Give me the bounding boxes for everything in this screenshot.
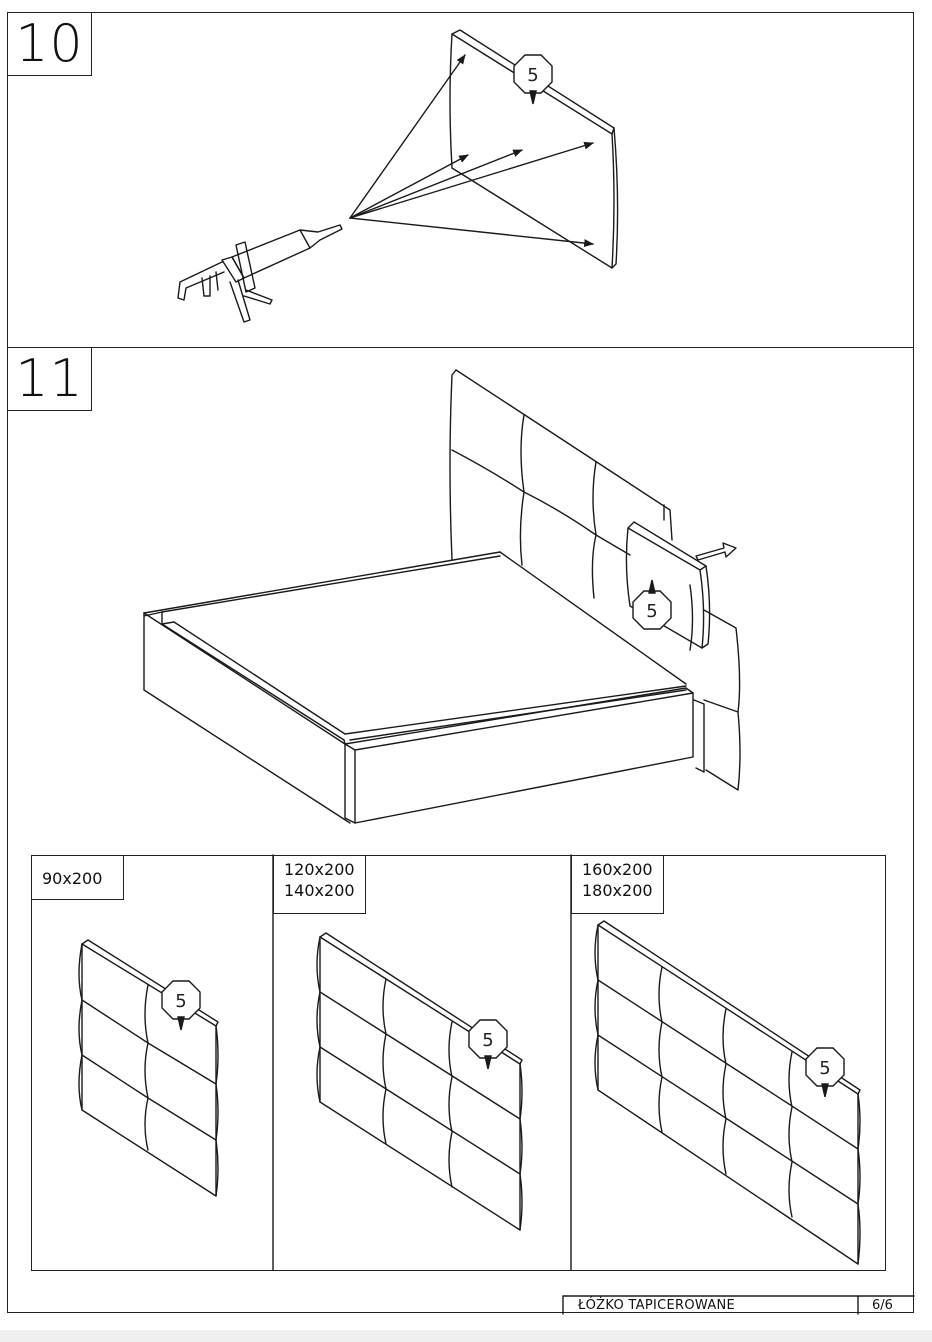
arrow-icon: [695, 542, 737, 561]
bed-headboard: [449, 369, 741, 791]
callout-number: 5: [175, 991, 186, 1012]
footer-page-number: 6/6: [872, 1298, 893, 1313]
callout-number: 5: [482, 1030, 493, 1051]
headboard-160-180x200: [594, 920, 861, 1265]
size-label-panel-3: 160x200 180x200: [571, 855, 664, 914]
callout-number: 5: [527, 65, 538, 86]
size-label-panel-1: 90x200: [31, 855, 124, 900]
callout-octagon-icon: 5: [161, 980, 201, 1031]
detached-headboard-panel: [625, 521, 711, 649]
callout-number: 5: [819, 1058, 830, 1079]
footer-box: [562, 1295, 915, 1315]
footer-title: ŁÓŻKO TAPICEROWANE: [578, 1298, 736, 1313]
headboard-90x200: [78, 939, 219, 1197]
step-number-11: 11: [7, 347, 92, 411]
callout-octagon-icon: 5: [468, 1019, 508, 1070]
size-label: 140x200: [284, 881, 355, 900]
step-number-10: 10: [7, 12, 92, 76]
glue-arrows: [349, 54, 594, 247]
size-label: 160x200: [582, 860, 653, 879]
step-11-frame: [7, 347, 914, 1313]
callout-octagon-icon: 5: [513, 54, 553, 105]
callout-octagon-icon: 5: [632, 579, 672, 630]
callout-number: 5: [646, 601, 657, 622]
bottom-strip: [0, 1330, 932, 1342]
size-label-panel-2: 120x200 140x200: [273, 855, 366, 914]
size-label: 180x200: [582, 881, 653, 900]
bed-frame: [143, 551, 694, 824]
size-variants-frame: [31, 855, 886, 1271]
headboard-120-140x200: [316, 932, 523, 1231]
callout-octagon-icon: 5: [805, 1047, 845, 1098]
glue-gun-icon: [177, 224, 343, 323]
size-label: 120x200: [284, 860, 355, 879]
size-label: 90x200: [42, 869, 103, 888]
